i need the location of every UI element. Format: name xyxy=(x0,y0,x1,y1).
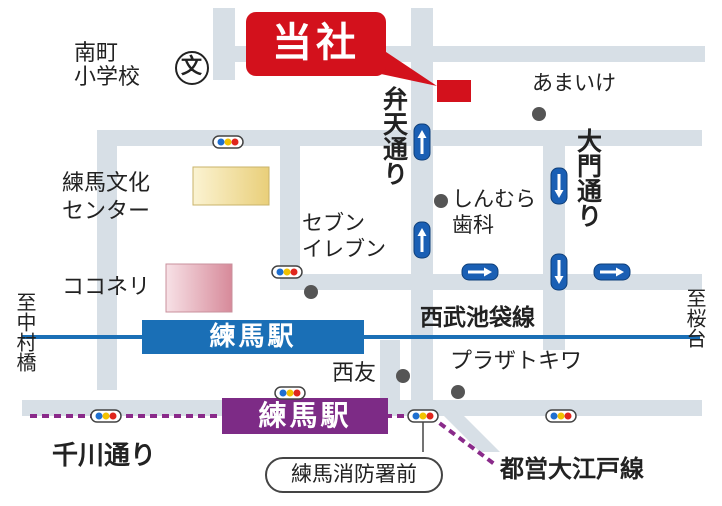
nishitomo-dot-icon xyxy=(396,369,410,383)
arrow-up-icon xyxy=(413,123,431,161)
coconeri-label: ココネリ xyxy=(62,275,151,300)
arrow-down-icon xyxy=(550,167,568,205)
arrow-right-icon xyxy=(461,263,499,281)
school-label: 南町 小学校 xyxy=(74,41,141,91)
oedo-station-label: 練馬駅 xyxy=(258,399,352,432)
senkawa-dori-label: 千川通り xyxy=(52,441,157,471)
traffic-light-icon xyxy=(407,409,439,423)
road-vertical-seven xyxy=(280,130,300,290)
benten-dori-label: 弁天通り xyxy=(379,86,409,186)
seibu-station-label: 練馬駅 xyxy=(209,322,297,352)
traffic-signals xyxy=(90,135,577,452)
road-vertical-west xyxy=(97,130,117,390)
arrow-right-icon xyxy=(593,263,631,281)
road-diagonal-oedo xyxy=(432,404,500,452)
school-symbol: 文 xyxy=(181,54,202,78)
one-way-signs xyxy=(413,123,631,291)
seven-eleven-label: セブン イレブン xyxy=(302,211,386,262)
daimon-dori-label: 大門通り xyxy=(573,128,603,228)
company-label: 当社 xyxy=(272,20,360,66)
arrow-up-icon xyxy=(413,221,431,259)
bus-stop-pill xyxy=(265,457,443,493)
amaike-dot-icon xyxy=(532,107,546,121)
traffic-light-icon xyxy=(90,409,122,423)
coconeri-building xyxy=(165,263,233,313)
traffic-light-icon xyxy=(212,135,244,149)
direction-west-label: 至中村橋 xyxy=(13,292,37,372)
bunka-center-building xyxy=(192,166,270,206)
plaza-dot-icon xyxy=(451,385,465,399)
road-second-horizontal xyxy=(97,130,702,146)
nishitomo-label: 西友 xyxy=(332,361,377,386)
bunka-center-label: 練馬文化 センター xyxy=(62,171,151,224)
company-building xyxy=(437,80,471,102)
arrow-down-icon xyxy=(550,253,568,291)
oedo-line-diagonal xyxy=(428,414,499,468)
road-vertical-center-left xyxy=(213,8,235,80)
company-callout xyxy=(246,12,386,76)
bus-stop-label: 練馬消防署前 xyxy=(291,462,417,486)
seibu-station-box xyxy=(142,320,364,354)
traffic-light-icon xyxy=(271,265,303,279)
oedo-station-box xyxy=(222,398,388,434)
road-nishitomo-branch xyxy=(380,340,400,408)
shinmura-dot-icon xyxy=(434,194,448,208)
seven-dot-icon xyxy=(304,285,318,299)
road-benten-dori xyxy=(411,8,433,408)
plaza-tokiwa-label: プラザトキワ xyxy=(450,349,583,374)
oedo-line-label: 都営大江戸線 xyxy=(500,455,644,483)
seibu-line-label: 西武池袋線 xyxy=(420,305,535,331)
school-icon xyxy=(175,51,209,85)
traffic-light-icon xyxy=(545,409,577,423)
direction-east-label: 至桜台 xyxy=(683,288,707,348)
shinmura-label: しんむら 歯科 xyxy=(452,187,536,238)
traffic-light-icon xyxy=(274,386,306,400)
road-daimon-dori xyxy=(543,130,565,350)
landmark-dots xyxy=(304,107,546,399)
amaike-label: あまいけ xyxy=(532,71,616,95)
